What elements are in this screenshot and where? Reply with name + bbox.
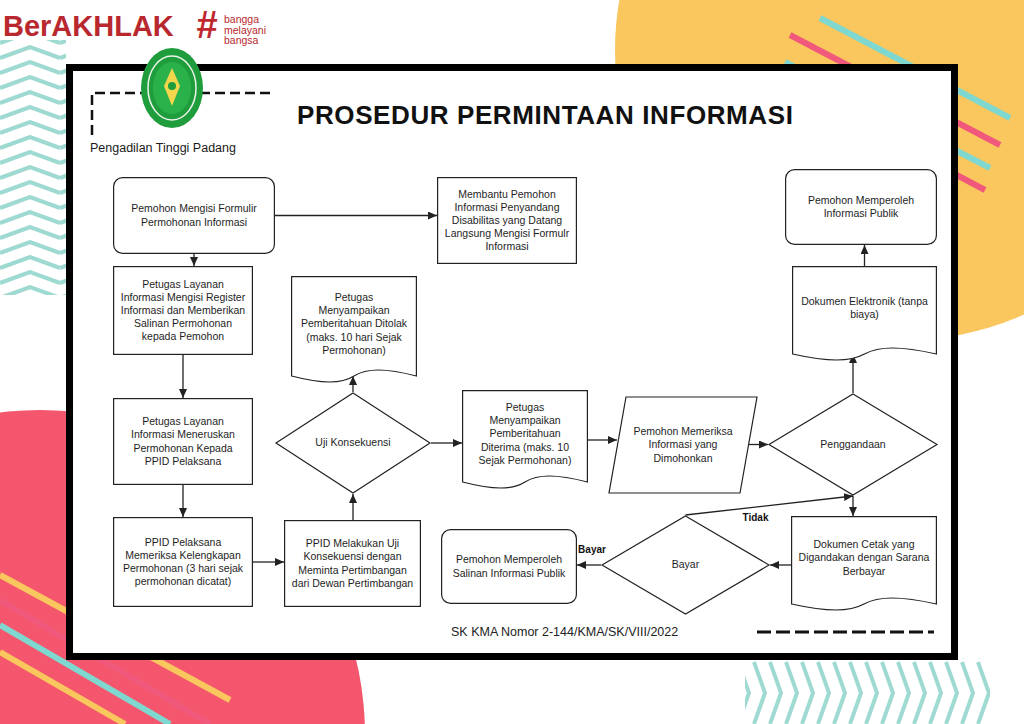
text-holder: Pemohon Mengisi Formulir Permohonan Info…: [120, 202, 268, 228]
court-name: Pengadilan Tinggi Padang: [90, 141, 236, 155]
connector-arrow: [182, 485, 183, 517]
brand-wordmark: BerAKHLAK: [3, 10, 174, 43]
shape-path: [114, 518, 253, 607]
connector-arrow: [431, 442, 462, 443]
node-text: Membantu Pemohon Informasi Penyandang Di…: [444, 188, 570, 254]
caption: SK KMA Nomor 2-144/KMA/SK/VIII/2022: [451, 625, 678, 639]
shape-path: [276, 393, 430, 493]
chevron-band: [745, 658, 990, 724]
node-text: PPID Pelaksana Memeriksa Kelengkapan Per…: [120, 536, 246, 589]
text-holder: Pemohon Memeriksa Informasi yang Dimohon…: [630, 425, 736, 464]
text-holder: Petugas Menyampaikan Pemberitahuan Diter…: [469, 401, 581, 467]
io-parallelogram: Pemohon Memeriksa Informasi yang Dimohon…: [608, 396, 758, 494]
shape-path: [114, 178, 275, 254]
node-text: Pemohon Mengisi Formulir Permohonan Info…: [120, 202, 268, 228]
text-holder: Penggandaan: [805, 438, 901, 451]
document-shape: Petugas Menyampaikan Pemberitahuan Ditol…: [291, 276, 417, 384]
terminal-box: Pemohon Memperoleh Informasi Publik: [785, 169, 937, 245]
shape-path: [442, 530, 577, 604]
text-holder: Dokumen Cetak yang Digandakan dengan Sar…: [798, 538, 930, 577]
node-text: Pemohon Memperoleh Informasi Publik: [792, 194, 930, 220]
node-text: Uji Konsekuensi: [309, 436, 397, 449]
text-holder: Dokumen Elektronik (tanpa biaya): [799, 295, 930, 321]
node-text: Petugas Menyampaikan Pemberitahuan Diter…: [469, 401, 581, 467]
document-shape: Petugas Menyampaikan Pemberitahuan Diter…: [462, 390, 588, 490]
brand-hash: #: [196, 4, 217, 48]
text-holder: PPID Pelaksana Memeriksa Kelengkapan Per…: [120, 536, 246, 589]
terminal-box: Pemohon Mengisi Formulir Permohonan Info…: [113, 177, 275, 254]
document-shape: Dokumen Cetak yang Digandakan dengan Sar…: [791, 516, 937, 612]
node-text: PPID Melakukan Uji Konsekuensi dengan Me…: [291, 537, 414, 590]
node-text: Petugas Menyampaikan Pemberitahuan Ditol…: [298, 291, 410, 357]
connector-arrow: [770, 564, 791, 565]
text-holder: Pemohon Memperoleh Informasi Publik: [792, 194, 930, 220]
decision-diamond: Uji Konsekuensi: [275, 392, 431, 494]
decision-diamond: Bayar: [601, 515, 770, 615]
edge-label: Bayar: [577, 544, 607, 556]
node-text: Petugas Layanan Informasi Meneruskan Per…: [120, 415, 246, 468]
text-holder: Bayar: [638, 558, 733, 571]
text-holder: Petugas Layanan Informasi Mengisi Regist…: [120, 278, 246, 344]
shape-path: [793, 267, 937, 360]
document-shape: Dokumen Elektronik (tanpa biaya): [792, 266, 937, 362]
shape-path: [769, 394, 937, 495]
connector-arrow: [253, 561, 284, 562]
node-text: Dokumen Cetak yang Digandakan dengan Sar…: [798, 538, 930, 577]
edge-label: Tidak: [742, 512, 770, 524]
decision-diamond: Penggandaan: [768, 393, 938, 496]
connector-arrow: [852, 496, 853, 516]
connector-arrow: [182, 355, 183, 398]
connector-arrow: [577, 564, 601, 565]
connector-arrow: [275, 215, 437, 216]
node-text: Dokumen Elektronik (tanpa biaya): [799, 295, 930, 321]
shape-path: [463, 391, 588, 488]
shape-path: [114, 399, 253, 485]
shape-outline: [791, 516, 937, 612]
chevron-band: [0, 40, 66, 295]
shape-path: [114, 267, 253, 355]
text-holder: PPID Melakukan Uji Konsekuensi dengan Me…: [291, 537, 414, 590]
text-holder: Petugas Menyampaikan Pemberitahuan Ditol…: [298, 291, 410, 357]
node-text: Pemohon Memeriksa Informasi yang Dimohon…: [630, 425, 736, 464]
process-box: PPID Pelaksana Memeriksa Kelengkapan Per…: [113, 517, 253, 607]
process-box: Petugas Layanan Informasi Mengisi Regist…: [113, 266, 253, 355]
node-text: Petugas Layanan Informasi Mengisi Regist…: [120, 278, 246, 344]
shape-path: [438, 178, 577, 264]
connector-arrow: [852, 354, 853, 393]
connector-arrow: [352, 376, 353, 392]
node-text: Penggandaan: [805, 438, 901, 451]
text-holder: Pemohon Memperoleh Salinan Informasi Pub…: [448, 553, 570, 579]
connector-arrow: [193, 254, 194, 266]
node-text: Pemohon Memperoleh Salinan Informasi Pub…: [448, 553, 570, 579]
node-text: Bayar: [638, 558, 733, 571]
connector-arrow: [864, 245, 865, 266]
shape-path: [609, 397, 757, 493]
page-title: PROSEDUR PERMINTAAN INFORMASI: [297, 100, 793, 131]
terminal-box: Pemohon Memperoleh Salinan Informasi Pub…: [441, 529, 577, 604]
connector-arrow: [352, 494, 353, 520]
text-holder: Uji Konsekuensi: [309, 436, 397, 449]
text-holder: Membantu Pemohon Informasi Penyandang Di…: [444, 188, 570, 254]
process-box: Membantu Pemohon Informasi Penyandang Di…: [437, 177, 577, 264]
connector-arrow: [749, 444, 768, 445]
process-box: Petugas Layanan Informasi Meneruskan Per…: [113, 398, 253, 485]
shape-path: [602, 516, 769, 614]
dashed-line: [757, 631, 934, 634]
stripes: [0, 18, 1010, 724]
shape-path: [285, 521, 421, 607]
text-holder: Petugas Layanan Informasi Meneruskan Per…: [120, 415, 246, 468]
court-emblem: [141, 48, 203, 128]
process-box: PPID Melakukan Uji Konsekuensi dengan Me…: [284, 520, 421, 607]
shape-path: [292, 277, 417, 382]
shape-path: [786, 170, 937, 245]
connector-arrow: [588, 439, 617, 440]
brand-tagline: bangga melayani bangsa: [224, 14, 272, 46]
shape-path: [792, 517, 937, 610]
